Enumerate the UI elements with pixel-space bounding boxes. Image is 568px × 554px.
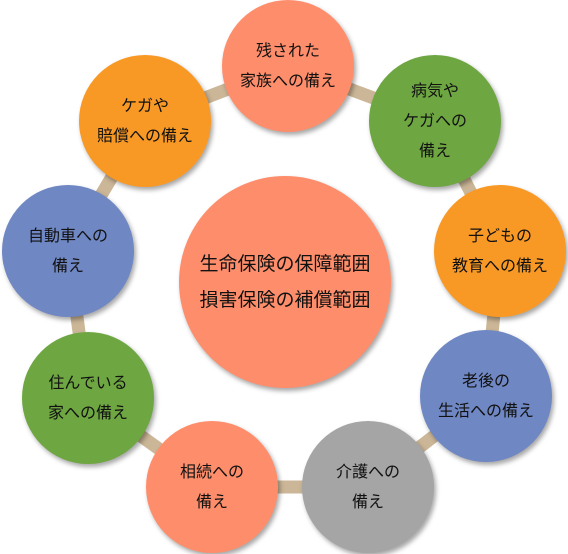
node-label-line: 相続への [179,462,244,481]
node-illness-injury: 病気や ケガへの 備え [369,55,501,187]
node-label-line: 家への備え [47,403,128,422]
center-line-2: 損害保険の補償範囲 [199,289,371,311]
node-label-line: ケガや [120,96,169,115]
node-label-line: 自動車への [27,226,108,245]
node-label-line: 賠償への備え [96,126,193,145]
node-nursing-care: 介護への 備え [302,421,434,553]
node-label-line: 老後の [461,371,510,390]
node-label-line: 病気や [410,81,459,100]
node-label-line: 家族への備え [239,71,336,90]
node-label-line: 備え [418,141,451,160]
node-label-line: 介護への [335,462,400,481]
node-label-line: 備え [51,256,84,275]
node-retirement: 老後の 生活への備え [420,330,552,462]
node-label-line: 残された [255,41,320,60]
node-inheritance: 相続への 備え [146,421,278,553]
node-bereaved-family: 残された 家族への備え [222,0,354,132]
node-label-line: ケガへの [402,111,467,130]
node-label-line: 備え [351,492,384,511]
center-line-1: 生命保険の保障範囲 [199,253,371,275]
node-label-line: 住んでいる [48,373,128,392]
node-label-line: 生活への備え [437,401,534,420]
node-injury-compensation: ケガや 賠償への備え [79,55,211,187]
node-label-line: 子どもの [467,226,532,245]
center-node: 生命保険の保障範囲 損害保険の補償範囲 [179,176,391,388]
node-home: 住んでいる 家への備え [22,332,154,464]
node-label-line: 備え [195,492,228,511]
node-children-education: 子どもの 教育への備え [434,185,566,317]
node-automobile: 自動車への 備え [2,185,134,317]
node-label-line: 教育への備え [451,256,548,275]
